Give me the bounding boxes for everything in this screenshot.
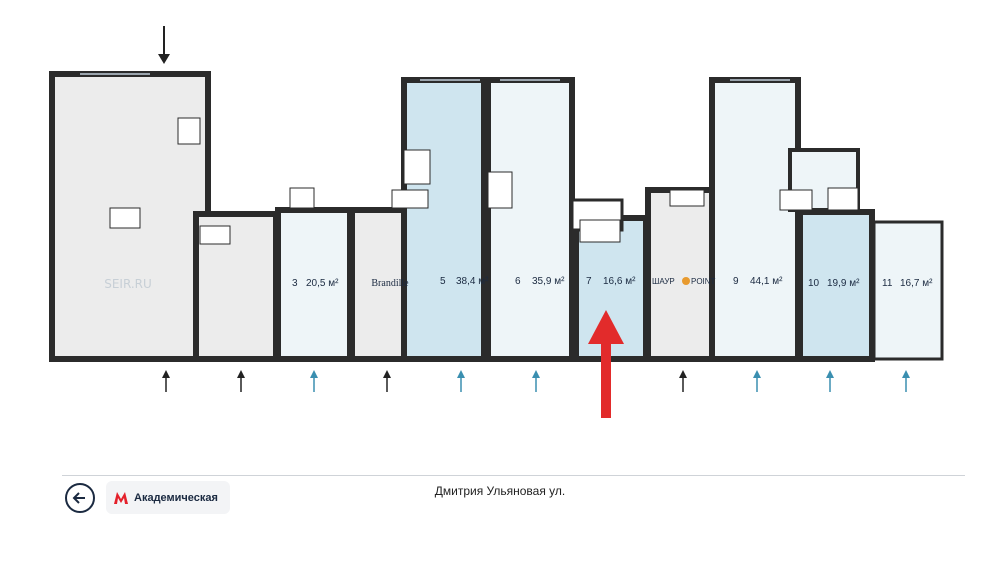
unit-3-area: 20,5 м² xyxy=(306,278,339,289)
unit-7-number: 7 xyxy=(586,276,592,287)
entrance-arrow-icon xyxy=(902,370,910,392)
entrance-arrow-icon xyxy=(679,370,687,392)
unit-6-area: 35,9 м² xyxy=(532,276,565,287)
back-button[interactable] xyxy=(65,483,95,513)
entrance-arrow-icon xyxy=(237,370,245,392)
entrance-arrow-icon xyxy=(826,370,834,392)
shawarma-logo-mark xyxy=(682,277,690,285)
metro-m-icon xyxy=(114,491,128,504)
unit-shawarma[interactable] xyxy=(645,187,721,362)
unit-9-area: 44,1 м² xyxy=(750,276,783,287)
watermark: SEIR.RU xyxy=(104,277,152,291)
entrance-arrow-icon xyxy=(532,370,540,392)
top-entrance-arrow-icon xyxy=(158,26,170,64)
shawarma-logo-part1: ШАУР xyxy=(652,277,675,286)
building-walls xyxy=(49,71,944,362)
arrow-left-circle-icon xyxy=(72,492,85,504)
metro-station-badge[interactable]: Академическая xyxy=(106,481,230,514)
unit-5-number: 5 xyxy=(440,276,446,287)
highlight-arrow-icon xyxy=(588,310,624,418)
brandille-label: Brandille xyxy=(371,278,409,289)
unit-6-number: 6 xyxy=(515,276,521,287)
shawarma-logo-part2: POINT xyxy=(691,277,716,286)
unit-10-number: 10 xyxy=(808,278,820,289)
unit-3[interactable] xyxy=(275,207,353,362)
unit-11[interactable] xyxy=(872,220,944,361)
street-name: Дмитрия Ульяновая ул. xyxy=(434,484,566,498)
unit-9-number: 9 xyxy=(733,276,739,287)
entrance-arrow-icon xyxy=(457,370,465,392)
unit-9[interactable] xyxy=(709,77,801,362)
unit-10-area: 19,9 м² xyxy=(827,278,860,289)
entrance-arrows xyxy=(162,370,910,392)
unit-5-area: 38,4 м² xyxy=(456,276,489,287)
unit-7-area: 16,6 м² xyxy=(603,276,636,287)
entrance-arrow-icon xyxy=(162,370,170,392)
street-divider xyxy=(62,475,965,476)
bathroom-fixtures xyxy=(109,117,859,245)
unit-6[interactable] xyxy=(485,77,575,362)
unit-3-number: 3 xyxy=(292,278,298,289)
entrance-arrow-icon xyxy=(383,370,391,392)
metro-station-name: Академическая xyxy=(134,491,218,504)
unit-11-area: 16,7 м² xyxy=(900,278,933,289)
entrance-arrow-icon xyxy=(310,370,318,392)
entrance-arrow-icon xyxy=(753,370,761,392)
unit-5[interactable] xyxy=(401,77,487,362)
unit-11-number: 11 xyxy=(882,278,893,289)
